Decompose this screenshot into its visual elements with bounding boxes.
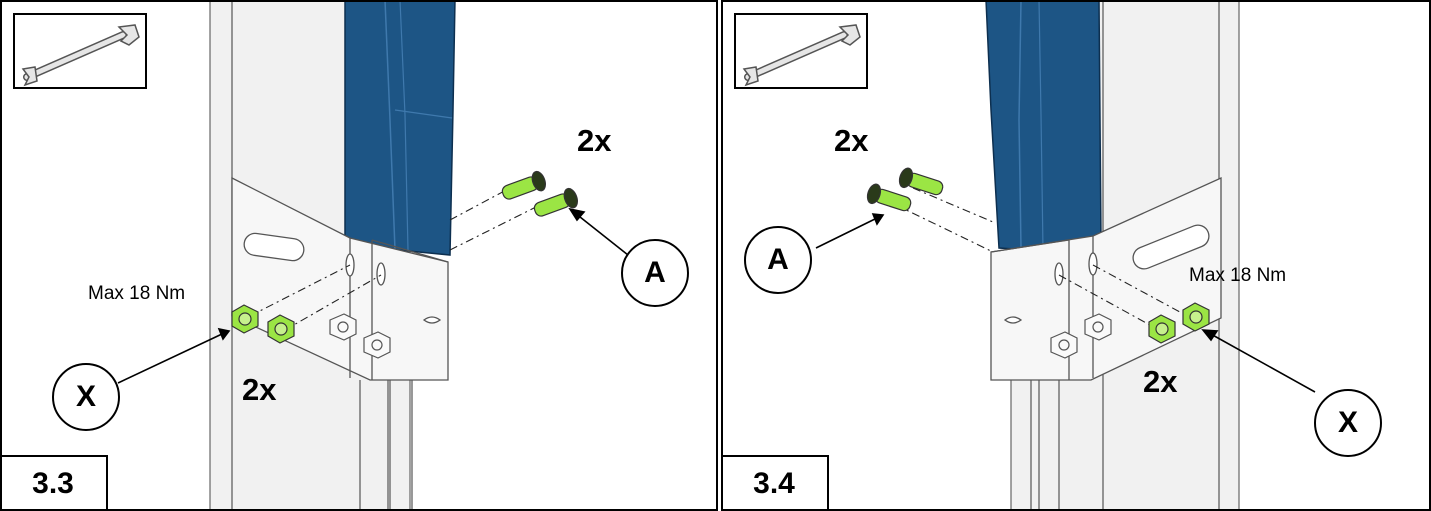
step-panel-3-4: 2x 2x Max 18 Nm A X 3.4 <box>721 0 1431 511</box>
torque-label: Max 18 Nm <box>88 283 186 304</box>
green-screws <box>866 167 944 212</box>
callout-x: X <box>1314 389 1382 457</box>
green-screws <box>501 170 578 217</box>
callout-a: A <box>621 239 689 307</box>
wrench-icon <box>742 24 861 87</box>
alignment-guides <box>895 187 1192 331</box>
green-nuts <box>1148 302 1210 344</box>
pointer-arrows <box>117 207 629 384</box>
tool-box <box>13 13 147 89</box>
assembly-drawing <box>117 0 629 511</box>
fitted-nuts <box>1050 313 1112 359</box>
screw-count-label: 2x <box>577 123 612 158</box>
callout-a: A <box>744 226 812 294</box>
nut-count-label: 2x <box>1143 364 1178 399</box>
tool-box <box>734 13 868 89</box>
callout-x: X <box>52 363 120 431</box>
alignment-guides <box>249 187 541 331</box>
blue-profile <box>344 0 456 256</box>
nut-count-label: 2x <box>242 372 277 407</box>
green-nuts <box>231 304 295 344</box>
blue-profile <box>985 0 1102 253</box>
step-number: 3.4 <box>721 455 829 511</box>
fitted-nuts <box>329 313 391 359</box>
wrench-icon <box>21 24 140 87</box>
torque-label: Max 18 Nm <box>1189 265 1287 286</box>
step-panel-3-3: 2x 2x Max 18 Nm A X 3.3 <box>0 0 718 511</box>
assembly-drawing <box>815 0 1316 511</box>
pointer-arrows <box>815 213 1316 393</box>
step-number: 3.3 <box>0 455 108 511</box>
screw-count-label: 2x <box>834 123 869 158</box>
